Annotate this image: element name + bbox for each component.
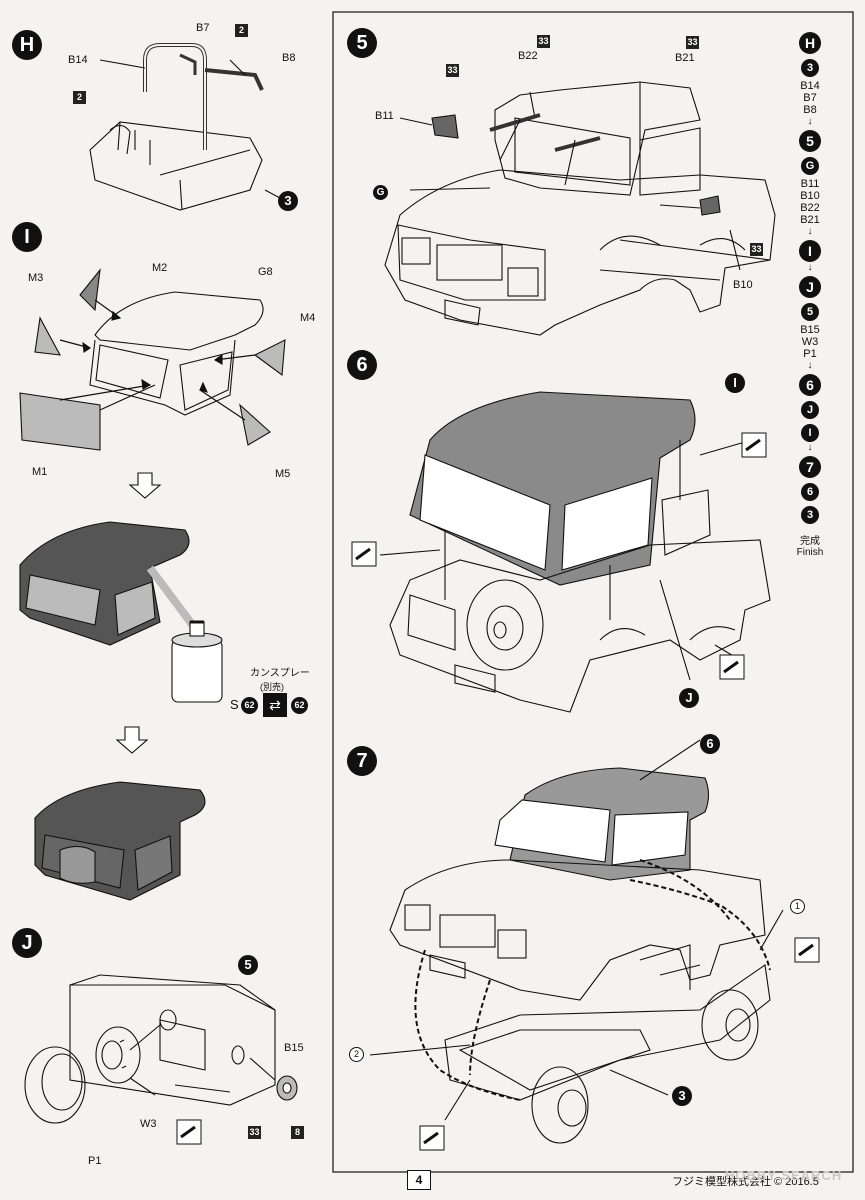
seq-step: J xyxy=(801,401,819,419)
callout-1: 1 xyxy=(790,899,805,914)
part-g8-label: G8 xyxy=(258,266,273,278)
seq-step: I xyxy=(801,424,819,442)
sequence-column: H 3 B14 B7 B8 ↓ 5 G B11 B10 B22 B21 ↓ I … xyxy=(790,32,830,558)
spray-code-badge: 62 xyxy=(291,697,308,714)
paint-code-badge: 33 xyxy=(686,36,699,49)
step-i-badge: I xyxy=(12,222,42,252)
seq-step: G xyxy=(801,157,819,175)
spray-prefix: S xyxy=(230,697,239,712)
part-m4-label: M4 xyxy=(300,312,316,324)
seq-arrow-icon: ↓ xyxy=(807,262,813,273)
part-b21-label: B21 xyxy=(675,52,695,64)
step-5-badge: 5 xyxy=(347,28,377,58)
swap-icon: ⇄ xyxy=(263,693,287,717)
part-m3-label: M3 xyxy=(28,272,44,284)
seq-part: B11 xyxy=(800,178,820,190)
seq-arrow-icon: ↓ xyxy=(807,360,813,371)
seq-arrow-icon: ↓ xyxy=(807,116,813,127)
step-h-badge: H xyxy=(12,30,42,60)
glue-symbols xyxy=(176,432,820,1151)
seq-step: 5 xyxy=(801,303,819,321)
paint-code-badge: 33 xyxy=(446,64,459,77)
part-b11-label: B11 xyxy=(375,110,394,122)
part-g-badge: G xyxy=(373,185,388,200)
seq-step: H xyxy=(799,32,821,54)
step-ref-badge: 6 xyxy=(700,734,720,754)
seq-step: 5 xyxy=(799,130,821,152)
step-j-badge: J xyxy=(12,928,42,958)
step-7-badge: 7 xyxy=(347,746,377,776)
seq-arrow-icon: ↓ xyxy=(807,442,813,453)
seq-part: B15 xyxy=(800,324,820,336)
seq-step: 7 xyxy=(799,456,821,478)
part-b22-label: B22 xyxy=(518,50,538,62)
seq-part: B10 xyxy=(800,190,820,202)
right-panel-frame xyxy=(332,11,854,1173)
callout-2: 2 xyxy=(349,1047,364,1062)
paint-code-badge: 2 xyxy=(73,91,86,104)
step-6-drawing xyxy=(379,391,771,713)
seq-part: B8 xyxy=(803,104,817,116)
seq-step: 6 xyxy=(801,483,819,501)
seq-part: P1 xyxy=(803,348,817,360)
seq-step: J xyxy=(799,276,821,298)
spray-label: カンスプレー xyxy=(250,668,310,679)
part-m1-label: M1 xyxy=(32,466,48,478)
seq-part: W3 xyxy=(801,336,819,348)
paint-code-badge: 33 xyxy=(750,243,763,256)
paint-code-badge: 2 xyxy=(235,24,248,37)
paint-code-badge: 33 xyxy=(537,35,550,48)
finish-label: Finish xyxy=(796,547,824,558)
part-b7-label: B7 xyxy=(196,22,210,34)
step-h-drawing xyxy=(89,43,281,211)
part-b14-label: B14 xyxy=(68,54,88,66)
part-m2-label: M2 xyxy=(152,262,168,274)
step-j-drawing xyxy=(24,974,298,1124)
part-b8-label: B8 xyxy=(282,52,296,64)
seq-step: I xyxy=(799,240,821,262)
step-ref-badge: J xyxy=(679,688,699,708)
seq-step: 6 xyxy=(799,374,821,396)
spray-note: (別売) xyxy=(260,682,284,692)
seq-part: B7 xyxy=(803,92,817,104)
watermark: HOBBY SEARCH xyxy=(725,1168,843,1183)
seq-part: B14 xyxy=(800,80,820,92)
seq-step: 3 xyxy=(801,59,819,77)
step-ref-badge: 3 xyxy=(672,1086,692,1106)
spray-code-badge: 62 xyxy=(241,697,258,714)
seq-arrow-icon: ↓ xyxy=(807,226,813,237)
part-m5-label: M5 xyxy=(275,468,291,480)
paint-code-badge: 33 xyxy=(248,1126,261,1139)
seq-part: B21 xyxy=(800,214,820,226)
part-b15-label: B15 xyxy=(284,1042,304,1054)
step-5-drawing xyxy=(384,81,776,336)
part-w3-label: W3 xyxy=(140,1118,157,1130)
step-7-drawing xyxy=(369,739,784,1144)
paint-code-badge: 8 xyxy=(291,1126,304,1139)
part-b10-label: B10 xyxy=(733,279,753,291)
page-number: 4 xyxy=(407,1170,431,1190)
step-ref-badge: 3 xyxy=(278,191,298,211)
step-ref-badge: I xyxy=(725,373,745,393)
copyright-footer: フジミ模型株式会社 © 2016.5 xyxy=(672,1176,819,1188)
step-ref-badge: 5 xyxy=(238,955,258,975)
seq-part: B22 xyxy=(800,202,820,214)
seq-step: 3 xyxy=(801,506,819,524)
finish-label-jp: 完成 xyxy=(800,536,820,547)
part-p1-label: P1 xyxy=(88,1155,102,1167)
step-6-badge: 6 xyxy=(347,350,377,380)
step-i-drawing xyxy=(19,268,286,901)
